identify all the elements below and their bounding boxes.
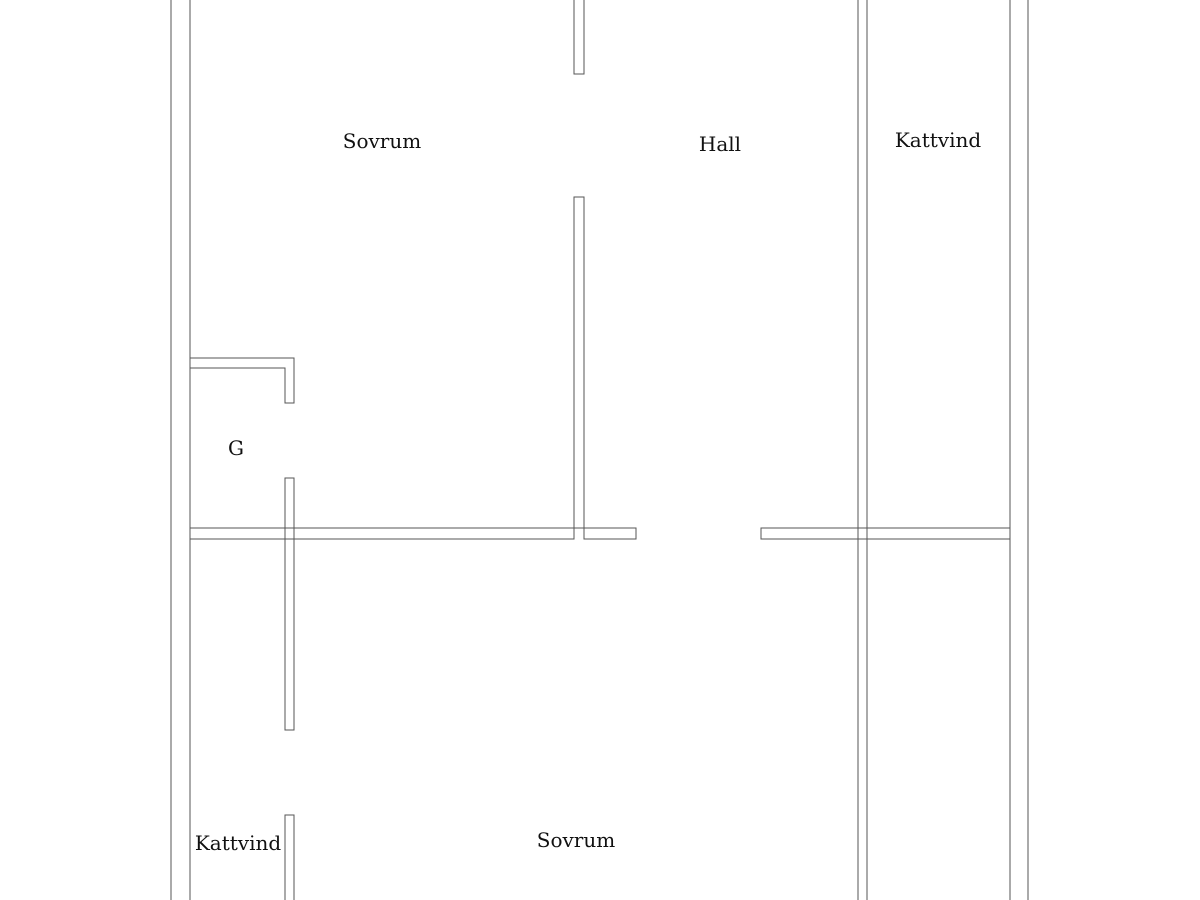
wall-attic-bedroom-lower: [284, 814, 295, 900]
wall-bedroom-hall-upper: [573, 0, 585, 75]
room-label-hall: Hall: [699, 132, 741, 156]
middle-wall-left: [189, 527, 286, 540]
room-label-bedroom-top: Sovrum: [343, 129, 421, 153]
wall-bedroom-hall-lower: [573, 196, 585, 529]
outer-wall-left: [170, 0, 191, 900]
wall-hall-attic-lower: [857, 538, 868, 900]
room-label-attic-left: Kattvind: [195, 831, 282, 855]
middle-wall-stub: [583, 527, 637, 540]
wall-attic-bedroom-upper: [284, 538, 295, 731]
room-label-bedroom-bottom: Sovrum: [537, 828, 615, 852]
middle-wall-right: [760, 527, 859, 540]
closet-top-wall: [189, 357, 295, 404]
middle-wall-attic: [866, 527, 1011, 540]
room-label-attic-right: Kattvind: [895, 128, 982, 152]
middle-wall-center: [293, 527, 575, 540]
room-label-closet: G: [228, 436, 244, 460]
wall-hall-attic-upper: [857, 0, 868, 529]
closet-right-wall: [284, 477, 295, 529]
outer-wall-right: [1009, 0, 1029, 900]
